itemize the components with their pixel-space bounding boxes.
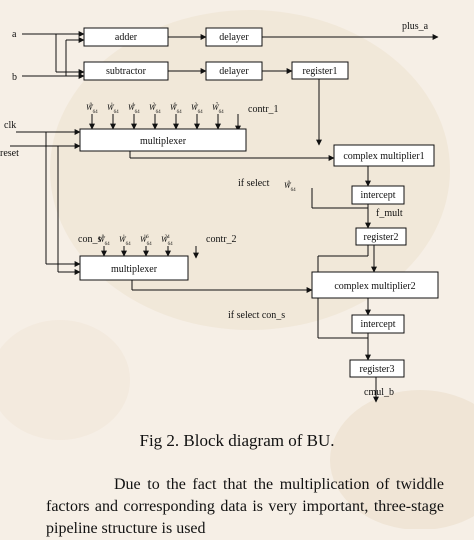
body-paragraph: Due to the fact that the multiplication … xyxy=(46,474,444,540)
twiddle-factor-label: W647 xyxy=(212,103,224,115)
signal-cmul-b: cmul_b xyxy=(364,387,394,398)
block-delayer-1: delayer xyxy=(205,27,263,47)
twiddle-factor-label: W642 xyxy=(149,103,161,115)
signal-plus-a: plus_a xyxy=(402,21,429,32)
block-delayer-2: delayer xyxy=(205,61,263,81)
twiddle-factor-label: W640 xyxy=(86,103,98,115)
svg-text:intercept: intercept xyxy=(361,319,396,330)
svg-text:multiplexer: multiplexer xyxy=(111,264,158,275)
svg-text:subtractor: subtractor xyxy=(106,66,147,77)
twiddle-factor-label: W644 xyxy=(128,103,140,115)
block-complex-multiplier1: complex multiplier1 xyxy=(333,144,435,167)
label-if-select-1: if select xyxy=(238,178,270,189)
block-intercept-1: intercept xyxy=(351,185,405,205)
twiddle-factor-label: W641 xyxy=(119,235,131,247)
svg-text:delayer: delayer xyxy=(219,32,249,43)
svg-text:register3: register3 xyxy=(360,364,395,375)
svg-text:register2: register2 xyxy=(364,232,399,243)
paper-background xyxy=(50,10,474,529)
signal-contr-2: contr_2 xyxy=(206,234,237,245)
body-text: Due to the fact that the multiplication … xyxy=(46,476,444,537)
block-adder: adder xyxy=(83,27,169,47)
block-subtractor: subtractor xyxy=(83,61,169,81)
twiddle-factor-label: W643 xyxy=(191,103,203,115)
signal-clk: clk xyxy=(4,120,16,131)
block-register3: register3 xyxy=(349,359,405,378)
svg-text:complex multiplier2: complex multiplier2 xyxy=(334,281,415,292)
svg-text:adder: adder xyxy=(115,32,138,43)
signal-reset: reset xyxy=(0,148,19,159)
label-if-select-1-twiddle: W640 xyxy=(284,181,296,193)
signal-a: a xyxy=(12,29,17,40)
signal-f-mult: f_mult xyxy=(376,208,403,219)
wires xyxy=(10,31,439,403)
twiddle-factor-label: W641 xyxy=(107,103,119,115)
twiddle-factor-label: W648 xyxy=(98,235,110,247)
twiddle-factor-label: W6416 xyxy=(140,235,152,247)
twiddle-labels-mux1: W640 W641 W644 W642 W646 W643 W647 xyxy=(86,103,224,115)
signal-b: b xyxy=(12,72,17,83)
block-multiplexer-2: multiplexer xyxy=(79,255,189,281)
block-register1: register1 xyxy=(291,61,349,80)
svg-text:delayer: delayer xyxy=(219,66,249,77)
svg-text:complex multiplier1: complex multiplier1 xyxy=(343,151,424,162)
block-register2: register2 xyxy=(355,227,407,246)
svg-text:register1: register1 xyxy=(303,66,338,77)
block-multiplexer-1: multiplexer xyxy=(79,128,247,152)
twiddle-labels-mux2: W648 W641 W6416 W6424 xyxy=(98,235,173,247)
block-intercept-2: intercept xyxy=(351,314,405,334)
block-diagram: adder subtractor delayer delayer registe… xyxy=(0,21,439,403)
twiddle-factor-label: W646 xyxy=(170,103,182,115)
block-complex-multiplier2: complex multiplier2 xyxy=(311,271,439,299)
svg-text:multiplexer: multiplexer xyxy=(140,136,187,147)
svg-text:intercept: intercept xyxy=(361,190,396,201)
label-if-select-2: if select con_s xyxy=(228,310,285,321)
signal-contr-1: contr_1 xyxy=(248,104,279,115)
signal-con-s: con_s xyxy=(78,234,101,245)
figure-caption: Fig 2. Block diagram of BU. xyxy=(139,431,335,450)
twiddle-factor-label: W6424 xyxy=(161,235,173,247)
